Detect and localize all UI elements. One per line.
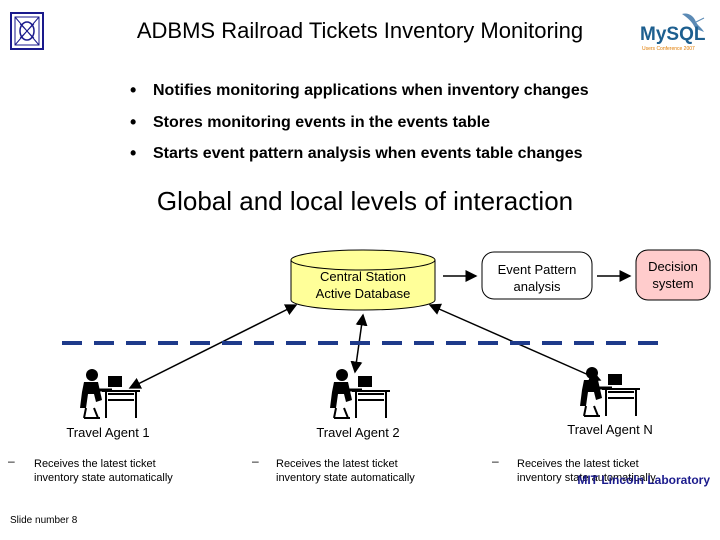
- bullet-text: Starts event pattern analysis when event…: [153, 145, 583, 162]
- mysql-logo: MySQL Users Conference 2007: [638, 10, 712, 54]
- agent-1-note: Receives the latest ticket inventory sta…: [34, 457, 173, 485]
- database-label-line1: Central Station: [320, 269, 406, 284]
- page-title: ADBMS Railroad Tickets Inventory Monitor…: [136, 18, 584, 43]
- agent-n-note: Receives the latest ticket inventory sta…: [517, 457, 656, 485]
- agent-1-label: Travel Agent 1: [66, 425, 150, 440]
- arrow-db-agent-1: [128, 304, 298, 389]
- event-pattern-label-line1: Event Pattern: [497, 262, 577, 277]
- agent-2-note-dash: –: [252, 454, 259, 468]
- agent-2-note-line2: inventory state automatically: [276, 472, 415, 484]
- person-at-computer-icon: [80, 369, 140, 419]
- agent-n-label: Travel Agent N: [567, 422, 653, 437]
- decision-system-label-line2: system: [652, 276, 694, 291]
- agent-n-note-line1: Receives the latest ticket: [517, 458, 639, 470]
- bullet-icon: •: [130, 111, 137, 132]
- mysql-logo-text: MySQL: [640, 24, 706, 45]
- agent-1-note-line2: inventory state automatically: [34, 472, 173, 484]
- mysql-logo-caption: Users Conference 2007: [642, 46, 695, 52]
- lab-name: MIT Lincoln Laboratory: [577, 473, 710, 487]
- agent-1-note-dash: –: [8, 454, 15, 468]
- person-at-computer-icon: [330, 369, 390, 419]
- agent-2-label: Travel Agent 2: [316, 425, 400, 440]
- event-pattern-label: Event Pattern analysis: [482, 261, 592, 295]
- agent-2-note-line1: Receives the latest ticket: [276, 458, 398, 470]
- event-pattern-label-line2: analysis: [513, 279, 561, 294]
- decision-system-label: Decision system: [636, 258, 710, 292]
- decision-system-label-line1: Decision: [648, 259, 698, 274]
- section-subtitle: Global and local levels of interaction: [156, 186, 574, 216]
- decision-system-box: [635, 249, 711, 301]
- database-cylinder-icon: [290, 249, 436, 311]
- bullet-text: Stores monitoring events in the events t…: [153, 113, 490, 131]
- agent-n-note-dash: –: [492, 454, 499, 468]
- bullet-text: Notifies monitoring applications when in…: [153, 82, 589, 99]
- database-label-line2: Active Database: [315, 286, 411, 301]
- emblem-logo: [10, 12, 44, 50]
- agent-2-note: Receives the latest ticket inventory sta…: [276, 457, 415, 485]
- slide-number: Slide number 8: [10, 515, 78, 526]
- database-label: Central Station Active Database: [291, 268, 435, 302]
- person-at-computer-icon: [580, 367, 640, 417]
- bullet-icon: •: [130, 80, 137, 100]
- agent-n-note-line2: inventory state automatically: [517, 472, 656, 484]
- event-pattern-box: [481, 251, 593, 300]
- agent-1-note-line1: Receives the latest ticket: [34, 458, 156, 470]
- bullet-icon: •: [130, 143, 137, 163]
